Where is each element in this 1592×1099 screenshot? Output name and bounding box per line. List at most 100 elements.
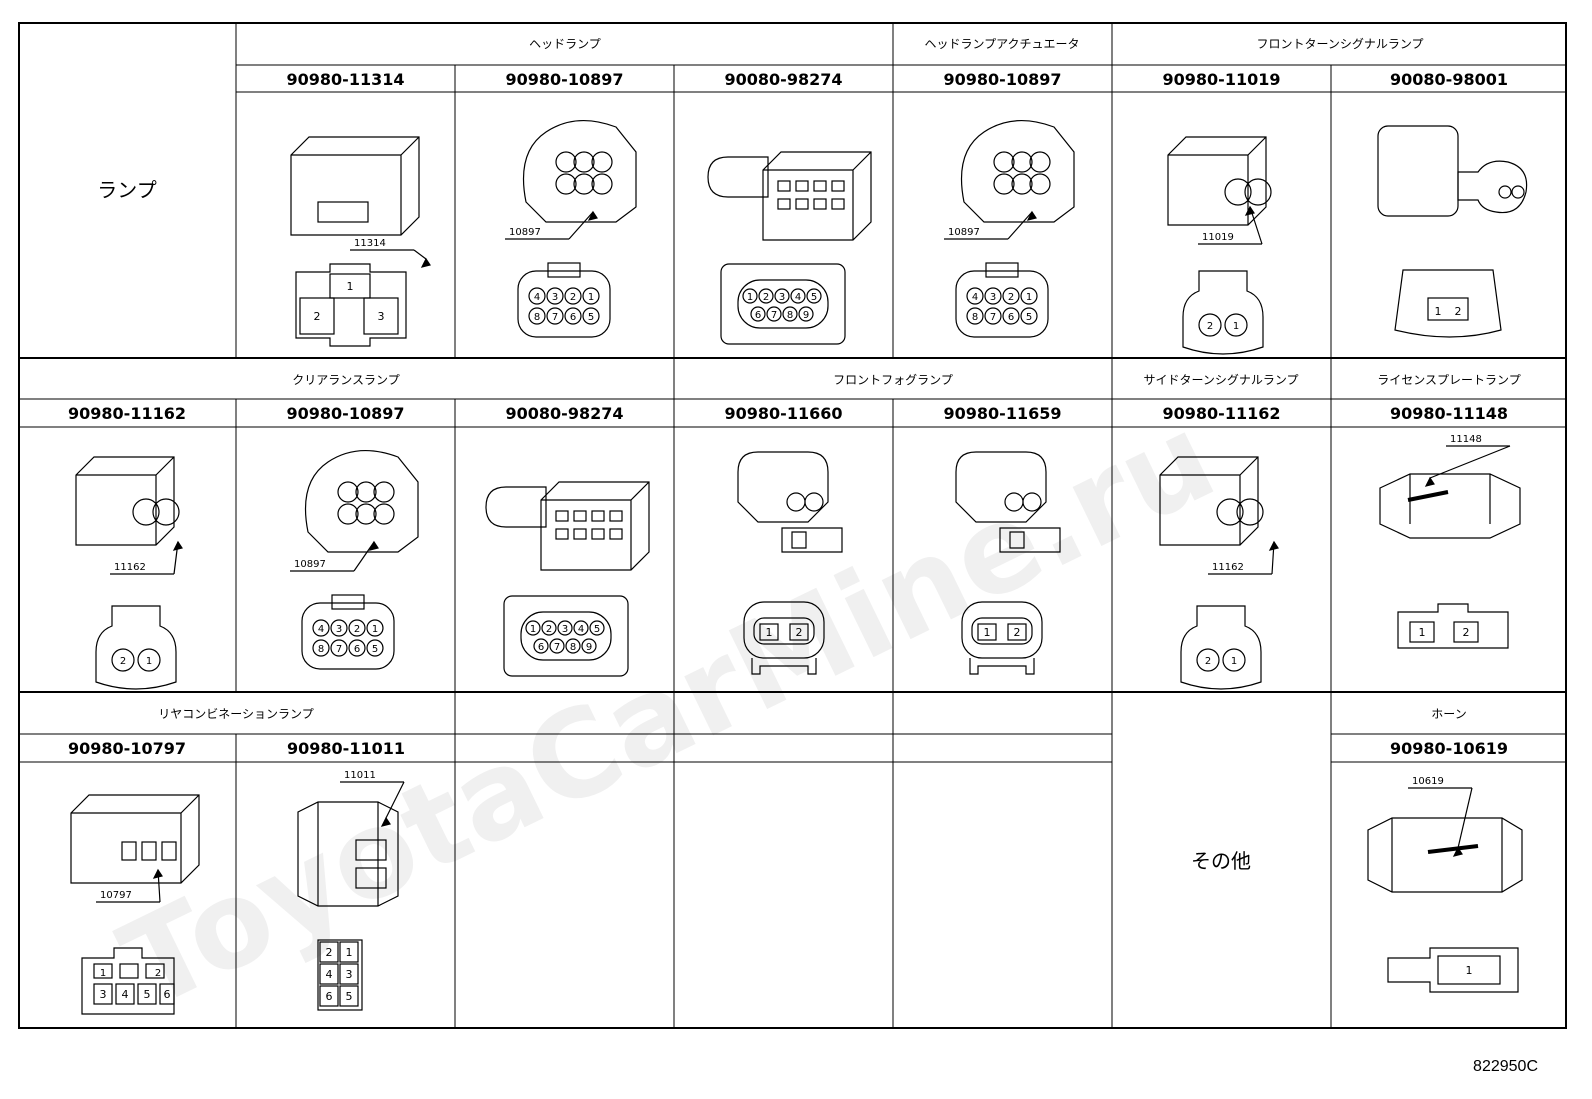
pin-number: 2 xyxy=(354,624,360,635)
pin-number: 1 xyxy=(1466,964,1473,977)
connector-face xyxy=(1180,605,1262,690)
pin-cavity xyxy=(1236,498,1264,526)
connector-face xyxy=(295,263,407,347)
pin-cavity xyxy=(804,492,824,512)
pin-cavity xyxy=(591,528,605,540)
pin-cavity xyxy=(119,963,139,979)
leader-arrow xyxy=(1026,210,1037,221)
pin-cavity xyxy=(355,867,387,889)
latch xyxy=(317,201,369,223)
pin-number: 9 xyxy=(586,642,592,653)
pin-number: 3 xyxy=(552,292,558,303)
group-header: ヘッドランプ xyxy=(529,37,601,51)
part-number: 90980-11659 xyxy=(944,404,1062,423)
leader-arrow xyxy=(368,540,379,551)
leader-arrow xyxy=(380,816,391,827)
pin-number: 2 xyxy=(120,656,126,667)
pin-cavity xyxy=(152,498,180,526)
lock-tab xyxy=(985,262,1019,278)
part-tag: 10897 xyxy=(294,559,326,570)
other-label: その他 xyxy=(1191,849,1251,873)
mount-clip xyxy=(751,658,817,675)
connector-face xyxy=(317,939,363,1011)
pin-number: 1 xyxy=(1435,305,1442,318)
pin-cavity xyxy=(1216,498,1244,526)
tag-stripe xyxy=(1407,490,1449,502)
pin-cavity xyxy=(533,638,549,654)
pin-number: 4 xyxy=(795,292,801,303)
leader-arrow xyxy=(420,257,431,268)
pin-cavity xyxy=(786,492,806,512)
pin-number: 3 xyxy=(779,292,785,303)
pin-cavity xyxy=(121,841,137,861)
pin-frame xyxy=(1427,297,1469,321)
pin-cavity xyxy=(1198,313,1222,337)
cable-boot xyxy=(707,156,769,198)
pin-cavity xyxy=(373,503,395,525)
pin-number: 7 xyxy=(336,644,342,655)
pin-number: 9 xyxy=(803,310,809,321)
pin-number: 3 xyxy=(336,624,342,635)
pin-cavity xyxy=(759,623,779,641)
pin-cavity xyxy=(541,620,557,636)
pin-number: 4 xyxy=(534,292,540,303)
pin-cavity xyxy=(1002,287,1020,305)
pin-cavity xyxy=(573,173,595,195)
part-number: 90980-11660 xyxy=(725,404,843,423)
part-number: 90980-10897 xyxy=(287,404,405,423)
pin-cavity xyxy=(1224,313,1248,337)
pin-cavity xyxy=(573,510,587,522)
pin-cavity xyxy=(1020,307,1038,325)
pin-cavity xyxy=(977,623,997,641)
part-number: 90980-10897 xyxy=(944,70,1062,89)
connector-body xyxy=(1379,473,1521,539)
pin-number: 5 xyxy=(1026,312,1032,323)
pin-number: 2 xyxy=(1014,626,1021,639)
lock-tab xyxy=(547,262,581,278)
connector-chart: ランプヘッドランプヘッドランプアクチュエータフロントターンシグナルランプ9098… xyxy=(18,22,1567,1029)
pin-number: 8 xyxy=(972,312,978,323)
part-number: 90980-10797 xyxy=(68,739,186,758)
pin-cavity xyxy=(312,639,330,657)
pin-number: 2 xyxy=(796,626,803,639)
pin-number: 2 xyxy=(1207,321,1213,332)
tag-stripe xyxy=(1427,844,1479,854)
category-label: ランプ xyxy=(97,178,156,202)
connector-face xyxy=(517,270,611,338)
pin-cavity xyxy=(993,151,1015,173)
pin-cavity xyxy=(1029,151,1051,173)
pin-cavity xyxy=(339,985,359,1007)
pin-cavity xyxy=(1020,287,1038,305)
pin-number: 1 xyxy=(1231,656,1237,667)
connector-face xyxy=(1394,269,1502,338)
pin-cavity xyxy=(337,481,359,503)
pin-cavity xyxy=(348,619,366,637)
pin-cavity xyxy=(591,173,613,195)
pin-number: 1 xyxy=(1026,292,1032,303)
pin-cavity xyxy=(1409,621,1435,643)
pin-cavity xyxy=(312,619,330,637)
part-number: 90080-98274 xyxy=(725,70,843,89)
pin-cavity xyxy=(141,841,157,861)
pin-number: 8 xyxy=(318,644,324,655)
connector-body xyxy=(522,119,637,223)
pin-number: 1 xyxy=(588,292,594,303)
connector-face xyxy=(720,263,846,345)
pin-number: 2 xyxy=(326,946,333,959)
pin-cavity xyxy=(549,638,565,654)
pin-cavity xyxy=(93,963,113,979)
pin-frame xyxy=(753,617,815,645)
pin-cavity xyxy=(339,941,359,963)
pin-cavity xyxy=(993,173,1015,195)
part-number: 90080-98274 xyxy=(506,404,624,423)
pin-cavity xyxy=(132,498,160,526)
pin-frame xyxy=(520,611,612,661)
pin-cavity xyxy=(145,963,165,979)
pin-cavity xyxy=(1511,185,1525,199)
